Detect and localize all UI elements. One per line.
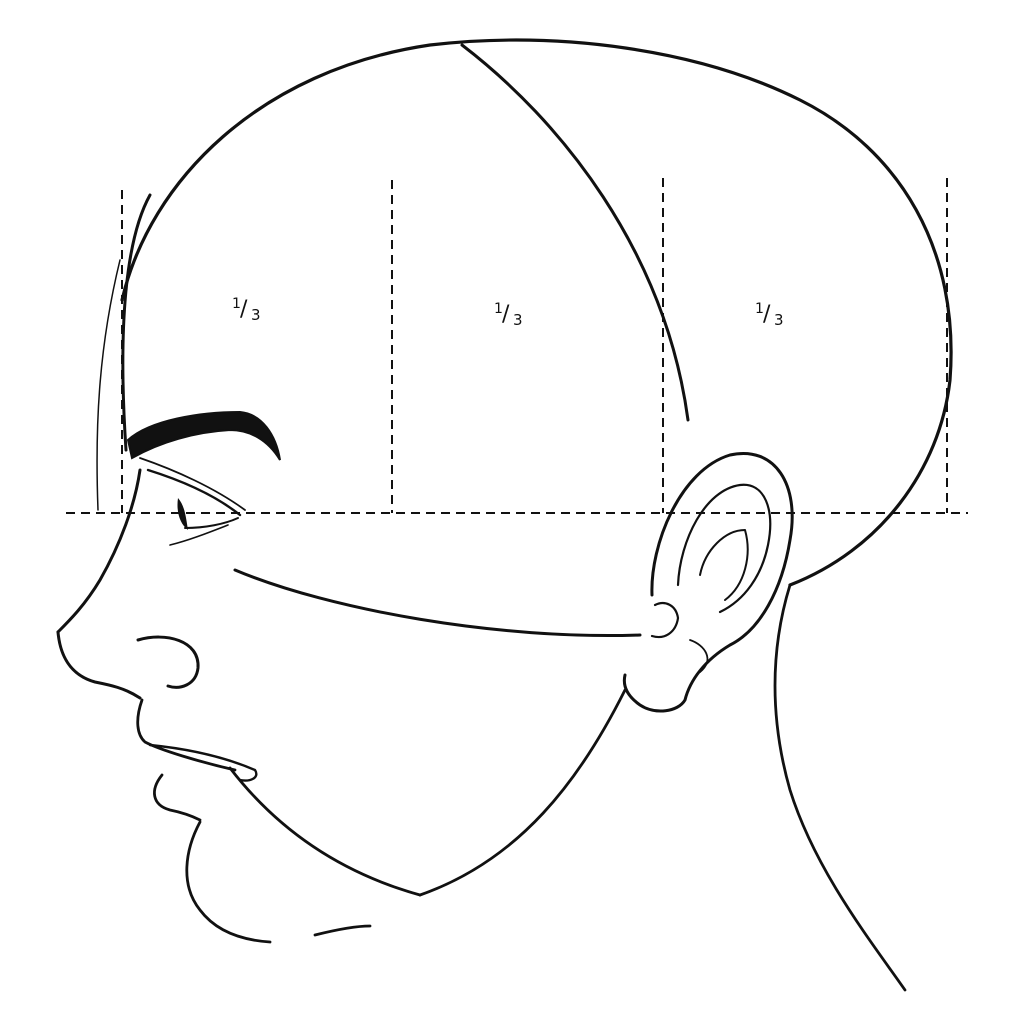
nose-tip: [58, 632, 140, 698]
ear-tragus: [652, 603, 678, 637]
fraction-slash: /: [240, 297, 248, 322]
fraction-denominator: 3: [774, 311, 784, 329]
proportion-label-middle-third: 1 / 3: [494, 301, 523, 329]
lower-eyelid: [185, 518, 238, 528]
proportion-label-back-third: 1 / 3: [755, 301, 784, 329]
upper-eyelid: [148, 470, 240, 515]
chin: [187, 822, 270, 942]
fraction-denominator: 3: [513, 311, 523, 329]
fraction-denominator: 3: [251, 306, 261, 324]
ear-inner-helix: [678, 485, 770, 612]
jaw-construction-arc: [235, 570, 640, 636]
ear-outer-rim: [624, 453, 792, 711]
fraction-slash: /: [502, 302, 510, 327]
eye-lid-fold: [140, 458, 245, 510]
neck-front: [315, 926, 370, 935]
eyebrow: [128, 412, 280, 460]
fraction-slash: /: [763, 302, 771, 327]
ear-antihelix: [700, 530, 748, 600]
jawline: [230, 768, 420, 895]
guide-lines: [66, 178, 968, 513]
cranium-division-arc: [462, 45, 688, 420]
proportion-label-front-third: 1 / 3: [232, 296, 261, 324]
ear-lobe-detail: [690, 640, 707, 672]
upper-lip: [138, 700, 235, 770]
lower-lip: [154, 775, 200, 820]
nostril-wing: [138, 637, 198, 687]
nose-bridge: [58, 470, 140, 632]
jaw-to-ear-line: [420, 690, 625, 895]
neck-back: [775, 585, 905, 990]
cranium-construction-line: [97, 260, 120, 510]
